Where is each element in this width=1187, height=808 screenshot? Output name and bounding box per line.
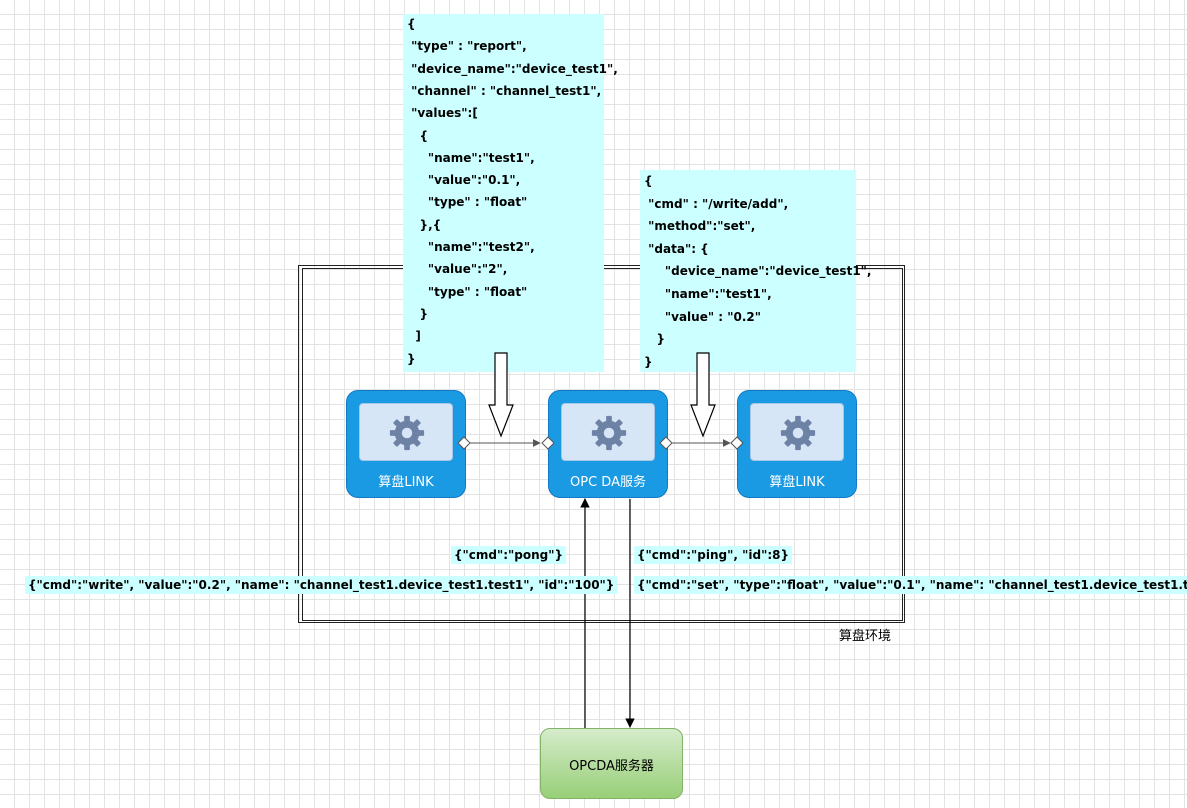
json-code-line: "name":"test1", bbox=[407, 150, 535, 165]
json-code-line: { bbox=[407, 17, 416, 31]
opc-da-service-node[interactable]: OPC DA服务 bbox=[548, 390, 668, 498]
json-code-line: "device_name":"device_test1", bbox=[644, 264, 872, 279]
pong-message: {"cmd":"pong"} bbox=[451, 546, 567, 564]
opcda-server-node[interactable]: OPCDA服务器 bbox=[540, 728, 683, 799]
json-code-line: "value" : "0.2" bbox=[644, 309, 762, 324]
json-code-line: "name":"test2", bbox=[407, 240, 535, 254]
json-code-line: "device_name":"device_test1", bbox=[407, 61, 618, 76]
node-label: OPC DA服务 bbox=[570, 475, 646, 490]
json-code-line: "type" : "float" bbox=[407, 195, 528, 210]
json-code-line: "data": { bbox=[644, 241, 709, 256]
json-code-line: "cmd" : "/write/add", bbox=[644, 196, 789, 211]
ping-message: {"cmd":"ping", "id":8} bbox=[634, 546, 793, 564]
node-icon-panel bbox=[561, 403, 655, 461]
json-code-line: } bbox=[407, 306, 429, 321]
server-label: OPCDA服务器 bbox=[569, 759, 654, 774]
json-code-line: "type" : "report", bbox=[407, 39, 527, 54]
json-code-line: } bbox=[407, 351, 416, 366]
json-code-line: } bbox=[644, 332, 666, 347]
node-label: 算盘LINK bbox=[378, 475, 434, 490]
report-json-box: { "type" : "report", "device_name":"devi… bbox=[403, 14, 618, 372]
set-message: {"cmd":"set", "type":"float", "value":"0… bbox=[634, 576, 1187, 594]
node-icon-panel bbox=[750, 403, 844, 461]
json-code-line: { bbox=[407, 128, 429, 143]
write-json-box: { "cmd" : "/write/add", "method":"set", … bbox=[640, 170, 871, 372]
json-code-line: "channel" : "channel_test1", bbox=[407, 83, 602, 98]
gear-icon bbox=[591, 415, 627, 451]
json-code-line: "values":[ bbox=[407, 106, 478, 121]
json-code-line: "value":"0.1", bbox=[407, 173, 521, 188]
json-code-line: },{ bbox=[407, 217, 442, 232]
gear-icon bbox=[389, 415, 425, 451]
json-code-line: } bbox=[644, 354, 653, 369]
json-code-line: "value":"2", bbox=[407, 262, 508, 277]
node-label: 算盘LINK bbox=[769, 475, 825, 490]
json-code-line: { bbox=[644, 174, 653, 188]
gear-icon bbox=[780, 415, 816, 451]
json-code-line: ] bbox=[407, 329, 421, 344]
suanpan-link-right-node[interactable]: 算盘LINK bbox=[737, 390, 857, 498]
environment-label: 算盘环境 bbox=[839, 629, 892, 644]
write-message: {"cmd":"write", "value":"0.2", "name": "… bbox=[25, 576, 618, 594]
node-icon-panel bbox=[359, 403, 453, 461]
json-code-line: "method":"set", bbox=[644, 219, 756, 234]
suanpan-link-left-node[interactable]: 算盘LINK bbox=[346, 390, 466, 498]
json-code-line: "type" : "float" bbox=[407, 284, 528, 299]
json-code-line: "name":"test1", bbox=[644, 287, 772, 301]
